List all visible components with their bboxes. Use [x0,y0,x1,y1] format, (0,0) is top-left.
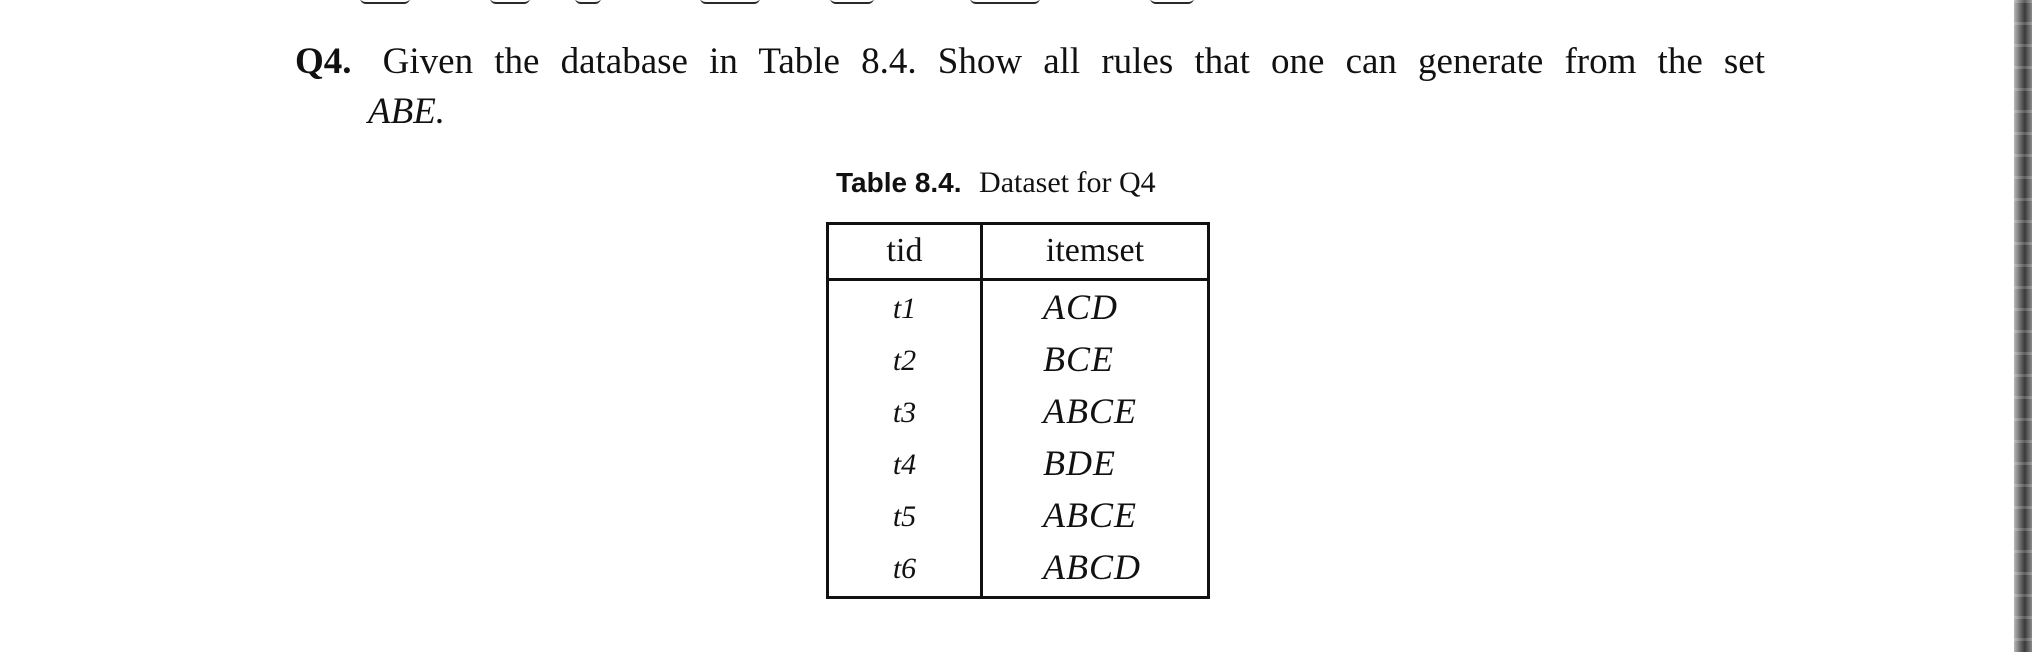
table-caption-text: Dataset for Q4 [979,166,1156,199]
itemset-cell: ABCE [1043,495,1137,535]
itemset-cell: ABCE [1043,391,1137,431]
tid-cell: t3 [892,396,917,429]
table-caption: Table 8.4. Dataset for Q4 [836,163,1156,203]
cropped-glyph [1150,0,1194,4]
question-paragraph: Q4. Given the database in Table 8.4. Sho… [295,36,1765,88]
cropped-glyph [700,0,760,4]
table-row: t4 BDE [829,439,1207,491]
cropped-glyph [970,0,1040,4]
itemset-cell: ABCD [1043,547,1141,587]
cropped-glyph [360,0,410,4]
table-row: t6 ABCD [829,543,1207,595]
table-row: t2 BCE [829,335,1207,387]
dataset-table: tid itemset t1 ACD t2 BCE t3 ABCE t4 BDE… [826,222,1210,599]
tid-cell: t4 [892,448,917,481]
question-text: Given the database in Table 8.4. Show al… [382,41,1765,82]
page-edge-texture [2014,0,2032,652]
table-row: t3 ABCE [829,387,1207,439]
cropped-previous-line [330,0,1230,10]
question-continuation: ABE. [368,91,446,132]
itemset-cell: ACD [1043,287,1118,327]
itemset-cell: BDE [1043,443,1116,483]
itemset-cell: BCE [1043,339,1114,379]
header-divider [829,278,1207,281]
page-edge-shadow [2014,0,2032,652]
column-header-itemset: itemset [1045,232,1145,269]
column-divider [980,225,983,596]
table-row: t5 ABCE [829,491,1207,543]
cropped-glyph [490,0,530,4]
cropped-glyph [830,0,874,4]
tid-cell: t6 [892,552,917,585]
tid-cell: t5 [892,500,917,533]
table-caption-label: Table 8.4. [836,167,962,198]
question-label: Q4. [295,41,352,82]
tid-cell: t2 [892,344,917,377]
table-body: t1 ACD t2 BCE t3 ABCE t4 BDE t5 ABCE t6 … [829,283,1207,595]
column-header-tid: tid [886,232,923,269]
cropped-glyph [575,0,601,4]
tid-cell: t1 [892,292,917,325]
table-row: t1 ACD [829,283,1207,335]
